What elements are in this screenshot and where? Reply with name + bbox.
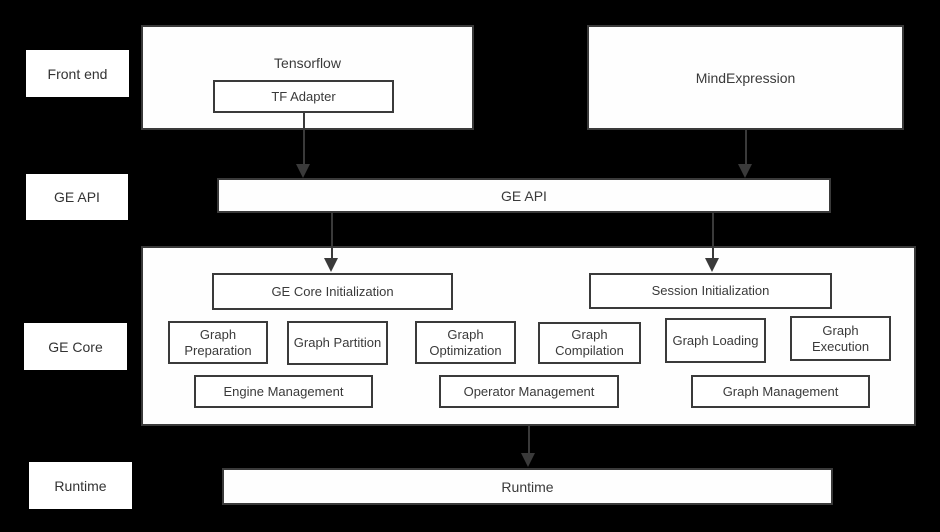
graph-compilation-box: Graph Compilation [538,322,641,364]
ge-core-initialization-box: GE Core Initialization [212,273,453,310]
side-label-ge-core: GE Core [24,323,127,370]
arrow-tf-adapter-to-ge-api [296,113,311,178]
tensorflow-box: Tensorflow TF Adapter [141,25,474,130]
side-label-runtime: Runtime [29,462,132,509]
arrow-ge-api-to-ge-core-initialization [324,213,339,272]
arrow-stem [302,113,305,166]
arrow-stem [330,213,333,260]
arrow-mindexpression-to-ge-api [738,130,753,178]
graph-partition-box: Graph Partition [287,321,388,365]
graph-preparation-box: Graph Preparation [168,321,268,364]
mindexpression-box: MindExpression [587,25,904,130]
graph-loading-box: Graph Loading [665,318,766,363]
side-label-front-end: Front end [26,50,129,97]
tf-adapter-box: TF Adapter [213,80,394,113]
runtime-bar: Runtime [222,468,833,505]
session-initialization-box: Session Initialization [589,273,832,309]
ge-api-bar: GE API [217,178,831,213]
arrow-ge-api-to-session-initialization [705,213,720,272]
arrow-head-icon [738,164,752,178]
ge-core-box: GE Core Initialization Session Initializ… [141,246,916,426]
engine-management-box: Engine Management [194,375,373,408]
graph-optimization-box: Graph Optimization [415,321,516,364]
operator-management-box: Operator Management [439,375,619,408]
arrow-head-icon [705,258,719,272]
arrow-head-icon [324,258,338,272]
graph-management-box: Graph Management [691,375,870,408]
tensorflow-title: Tensorflow [274,55,341,71]
arrow-stem [744,130,747,166]
arrow-head-icon [521,453,535,467]
arrow-head-icon [296,164,310,178]
graph-execution-box: Graph Execution [790,316,891,361]
arrow-ge-core-to-runtime [521,426,536,467]
arrow-stem [711,213,714,260]
arrow-stem [527,426,530,455]
side-label-ge-api: GE API [26,174,128,220]
